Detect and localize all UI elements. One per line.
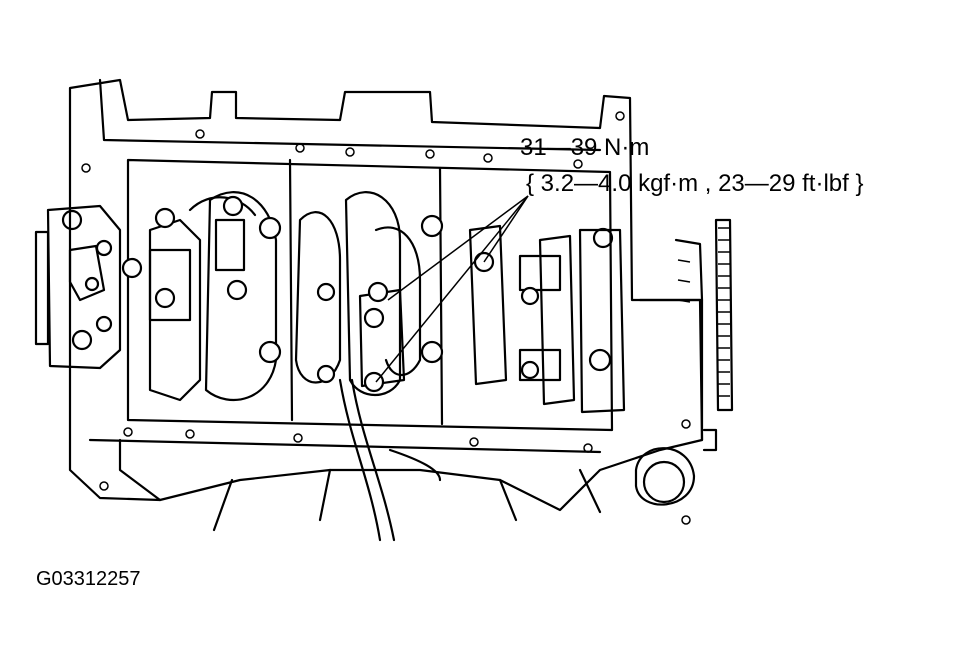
flywheel-ring-gear xyxy=(714,218,734,412)
front-cover xyxy=(46,204,122,370)
crank-counterweight-1 xyxy=(148,218,202,402)
crank-counterweight-4 xyxy=(344,191,402,396)
mounting-holes xyxy=(81,111,691,525)
main-bearing-frame xyxy=(126,158,614,432)
torque-spec-alt-units: { 3.2—4.0 kgf·m , 23—29 ft·lbf } xyxy=(526,170,864,197)
block-outline xyxy=(68,78,704,512)
figure-id: G03312257 xyxy=(36,568,141,590)
torque-leader-lines xyxy=(375,195,529,383)
crank-counterweight-3 xyxy=(294,211,342,384)
oil-pickup-tube xyxy=(338,378,382,542)
torque-spec-nm: 31—39 N·m xyxy=(520,134,650,161)
bolts xyxy=(121,195,612,393)
crank-pulley xyxy=(634,447,696,506)
connecting-rod-right xyxy=(538,234,576,406)
rod-cap-highlighted xyxy=(358,288,406,388)
